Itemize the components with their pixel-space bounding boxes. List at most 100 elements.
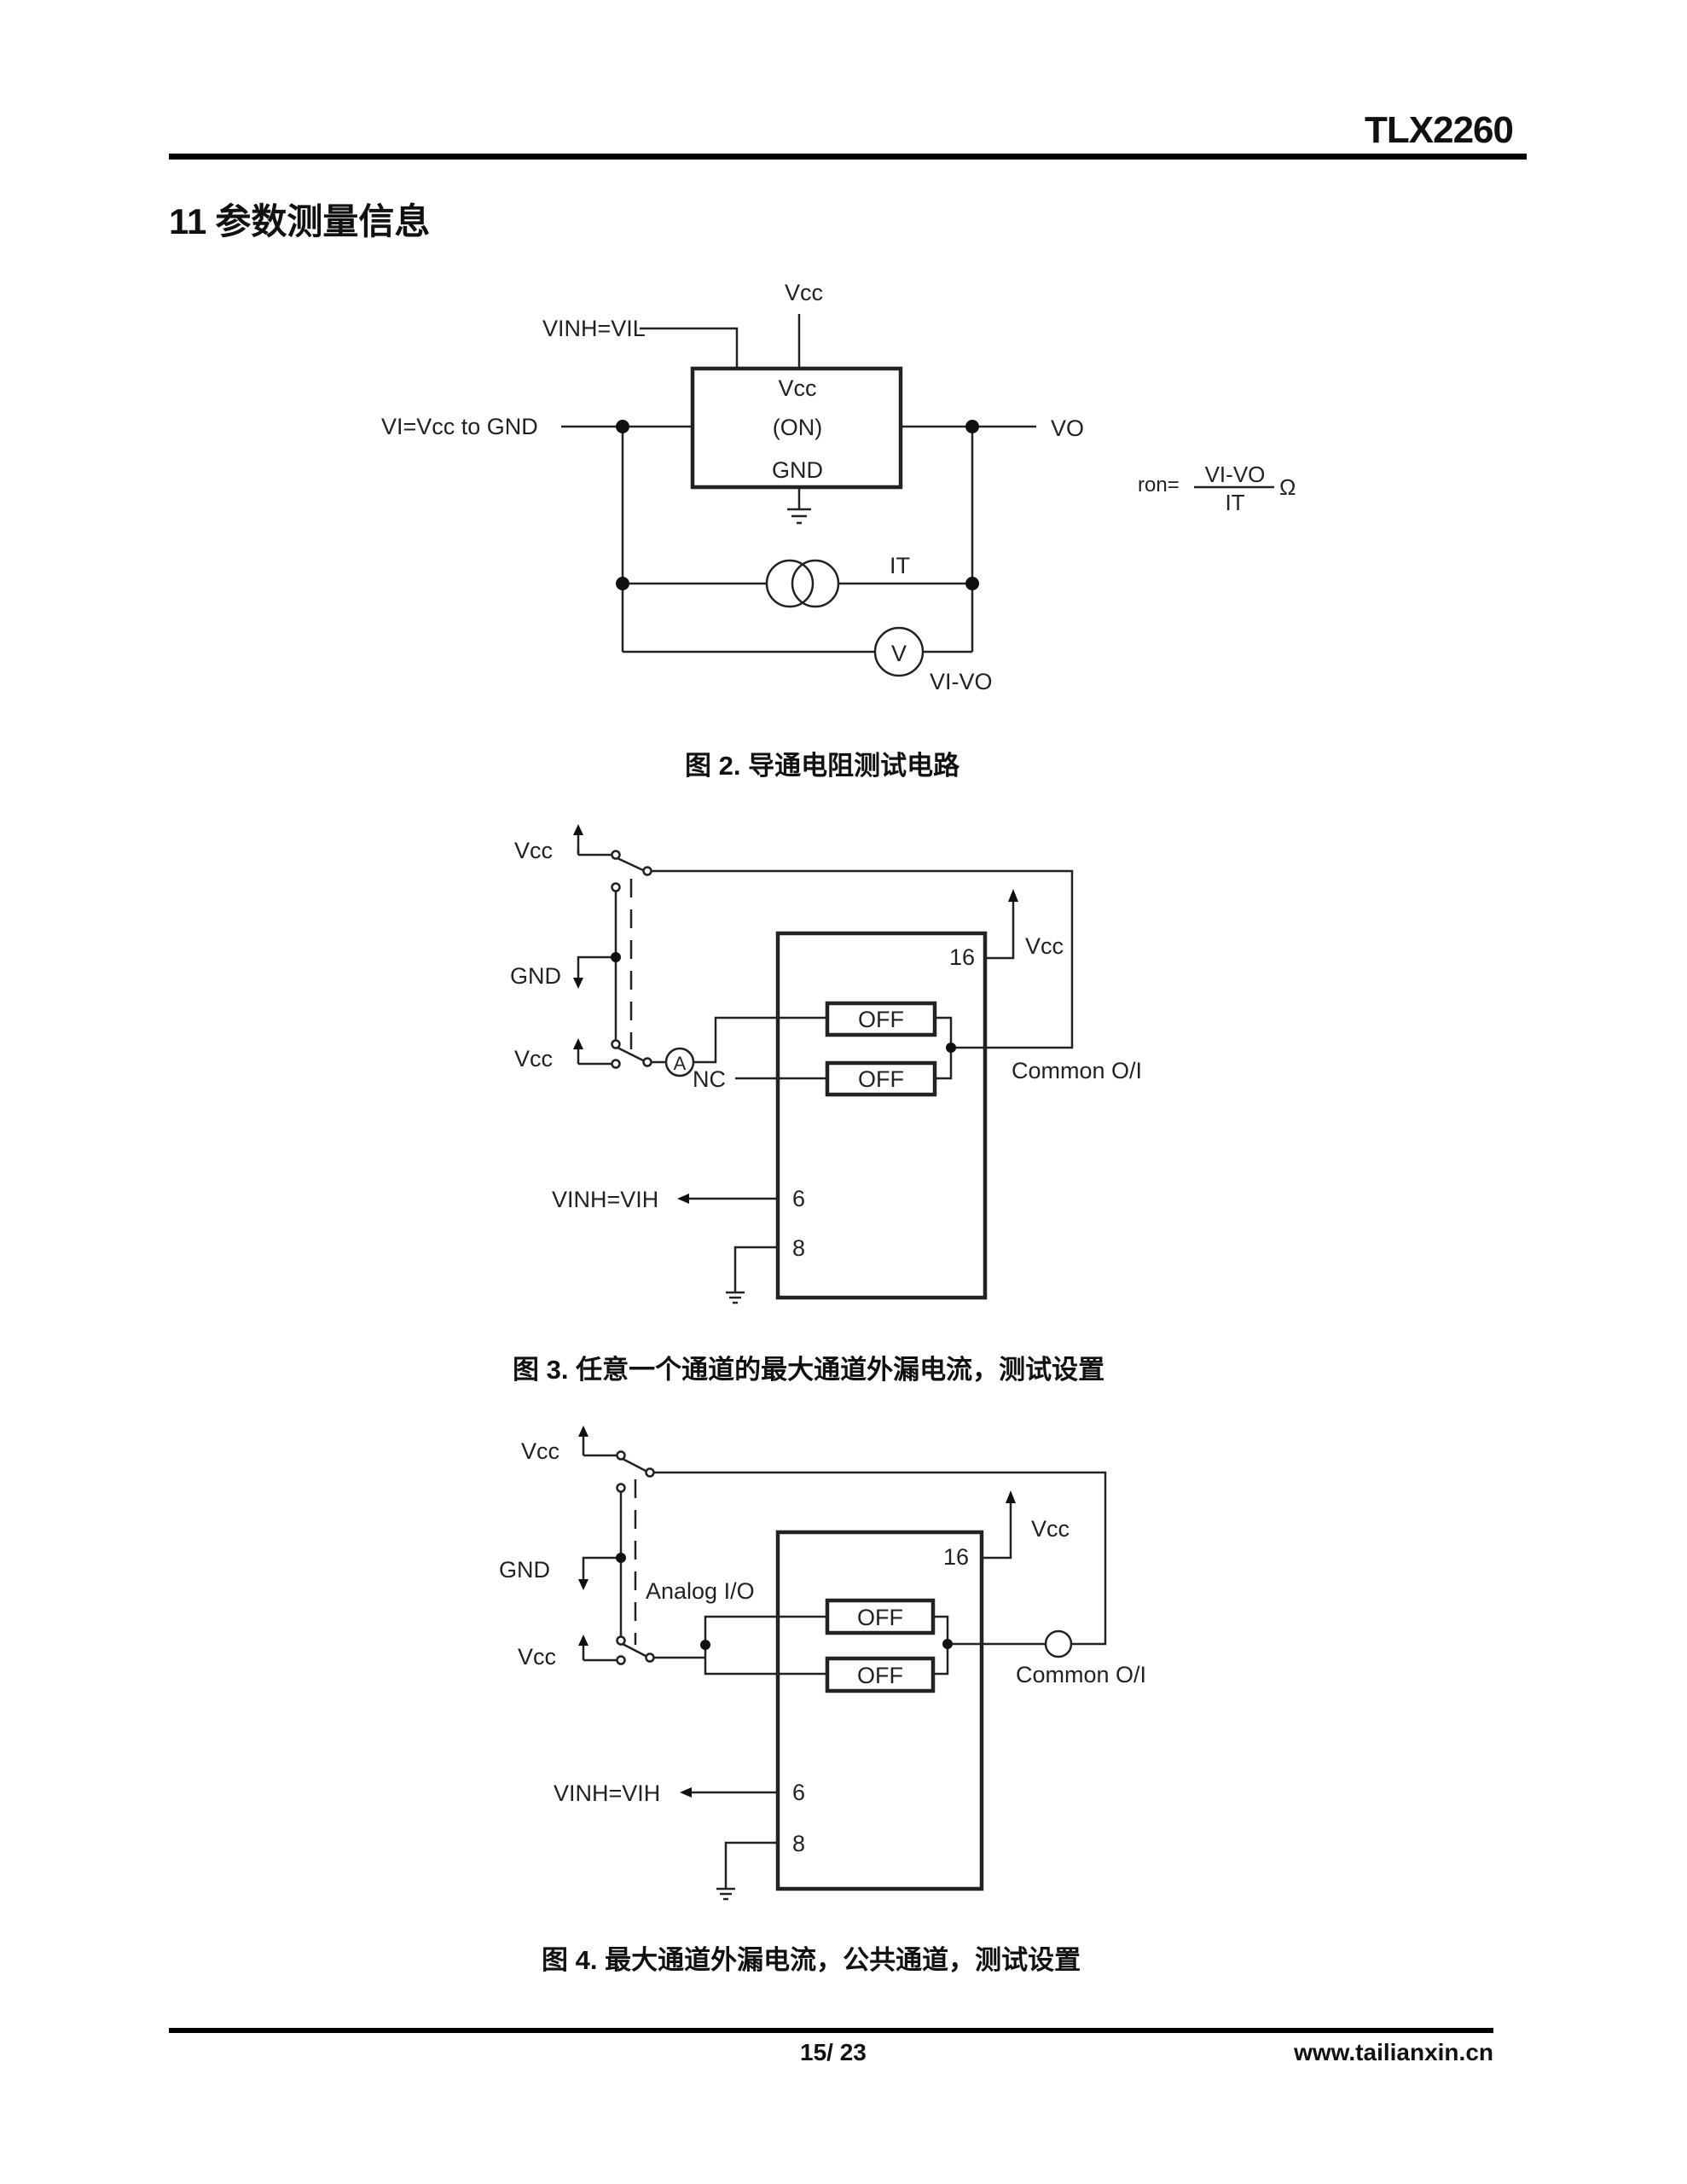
caption-number: 2. bbox=[718, 751, 741, 781]
fig3-node bbox=[946, 1043, 956, 1053]
fig3-common-label: Common O/I bbox=[1012, 1058, 1142, 1083]
fig3-off1-label: OFF bbox=[858, 1007, 904, 1032]
caption-text: 最大通道外漏电流，公共通道，测试设置 bbox=[605, 1945, 1081, 1975]
caption-text: 任意一个通道的最大通道外漏电流，测试设置 bbox=[576, 1355, 1105, 1385]
fig4-gnd-label: GND bbox=[499, 1557, 550, 1583]
fig4-feedback-wire bbox=[654, 1471, 1107, 1646]
fig3-ic-box bbox=[775, 931, 988, 1300]
fig3-pin8-lead bbox=[733, 1246, 778, 1292]
fig3-switch-blade-top bbox=[617, 857, 644, 872]
caption-text: 导通电阻测试电路 bbox=[748, 751, 960, 781]
fig2-vinh-label: VINH=VIL bbox=[542, 316, 646, 341]
fig4-pin6-arrow-icon bbox=[680, 1787, 692, 1798]
fig3-vcc-top-arrow-icon bbox=[573, 824, 583, 835]
fig2-node bbox=[616, 420, 629, 433]
formula-numerator: VI-VO bbox=[1205, 462, 1266, 487]
fig3-off-switch-1 bbox=[825, 1001, 937, 1037]
current-source-icon bbox=[765, 559, 815, 608]
fig2-vi-vo-label: VI-VO bbox=[930, 669, 993, 694]
fig3-switch-contact bbox=[611, 850, 621, 860]
caption-prefix: 图 bbox=[513, 1355, 539, 1385]
fig2-box-vcc: Vcc bbox=[778, 375, 816, 401]
fig4-meter-icon bbox=[1044, 1629, 1073, 1658]
fig2-box-on: (ON) bbox=[773, 415, 822, 440]
fig4-switch-blade-top bbox=[622, 1457, 646, 1472]
fig4-vinh-label: VINH=VIH bbox=[554, 1780, 660, 1806]
fig3-switch-contact bbox=[611, 1059, 621, 1069]
fig3-vcc-bottom-label: Vcc bbox=[514, 1046, 553, 1072]
fig4-vcc-top-label: Vcc bbox=[521, 1438, 559, 1464]
fig2-vo-label: VO bbox=[1051, 415, 1084, 441]
fig4-node bbox=[942, 1639, 953, 1649]
figure-2-on-resistance-circuit bbox=[561, 314, 1036, 677]
on-resistance-formula: ron= VI-VO IT Ω bbox=[1138, 462, 1296, 515]
website-link[interactable]: www.tailianxin.cn bbox=[1294, 2039, 1493, 2065]
fig4-switch-contact bbox=[616, 1635, 626, 1646]
fig3-pin16-label: 16 bbox=[949, 944, 975, 970]
formula-unit: Ω bbox=[1279, 474, 1296, 500]
fig2-node bbox=[616, 577, 629, 590]
fig4-gnd-lead bbox=[582, 1556, 621, 1583]
fig3-vcc-pin16-label: Vcc bbox=[1025, 933, 1064, 959]
current-source-icon-2 bbox=[791, 559, 840, 608]
caption-prefix: 图 bbox=[542, 1945, 568, 1975]
fig4-vcc-bottom-label: Vcc bbox=[518, 1644, 556, 1670]
fig4-node bbox=[700, 1640, 710, 1650]
page-number: 15/ 23 bbox=[800, 2039, 867, 2065]
fig4-pin16-label: 16 bbox=[943, 1544, 969, 1570]
fig4-pin8-label: 8 bbox=[792, 1831, 805, 1856]
figure-3-caption: 图 3. 任意一个通道的最大通道外漏电流，测试设置 bbox=[513, 1348, 1104, 1386]
fig4-pin16-lead bbox=[982, 1502, 1012, 1560]
figure-2-caption: 图 2. 导通电阻测试电路 bbox=[685, 744, 959, 782]
figure-4-common-leakage-circuit bbox=[578, 1426, 1107, 1901]
fig4-vcc-pin16-label: Vcc bbox=[1031, 1516, 1070, 1542]
header-rule bbox=[169, 154, 1527, 160]
fig3-nc-label: NC bbox=[693, 1066, 726, 1092]
fig4-off1-label: OFF bbox=[857, 1605, 903, 1630]
fig3-off-switch-2 bbox=[825, 1060, 937, 1097]
figure-4-caption: 图 4. 最大通道外漏电流，公共通道，测试设置 bbox=[542, 1938, 1081, 1977]
fig4-analog-io-split bbox=[704, 1615, 827, 1676]
fig4-vcc-bottom-arrow-icon bbox=[578, 1635, 588, 1646]
fig4-switch-contact bbox=[616, 1483, 626, 1493]
fig3-vinh-label: VINH=VIH bbox=[552, 1187, 658, 1212]
fig4-analog-io-label: Analog I/O bbox=[646, 1578, 755, 1604]
fig3-ammeter-label: A bbox=[674, 1053, 687, 1074]
fig2-voltmeter-label: V bbox=[891, 641, 907, 666]
fig3-switch-blade-bottom bbox=[617, 1046, 644, 1062]
fig4-vcc-top-arrow-icon bbox=[578, 1426, 588, 1437]
fig3-vcc-top-label: Vcc bbox=[514, 838, 553, 863]
fig3-pin16-lead bbox=[985, 900, 1015, 960]
fig2-node bbox=[965, 420, 979, 433]
fig4-pin16-arrow-icon bbox=[1006, 1490, 1016, 1503]
fig4-switch-contact bbox=[645, 1653, 655, 1663]
fig3-node bbox=[611, 952, 621, 962]
voltmeter-icon bbox=[873, 626, 925, 677]
fig2-switch-box bbox=[690, 366, 903, 490]
figure-3-labels: Vcc GND Vcc A NC OFF OFF 16 Vcc Common O… bbox=[510, 838, 1142, 1261]
section-title: 参数测量信息 bbox=[215, 201, 431, 241]
fig3-gnd-arrow-icon bbox=[573, 978, 583, 989]
fig3-vcc-bottom-arrow-icon bbox=[573, 1038, 583, 1049]
fig2-vcc-label: Vcc bbox=[785, 280, 823, 305]
footer-rule bbox=[169, 2028, 1493, 2033]
fig3-switch-contact bbox=[611, 882, 621, 892]
figure-2-labels: Vcc VINH=VIL VI=Vcc to GND Vcc (ON) GND … bbox=[381, 280, 1084, 694]
fig4-switch-contact bbox=[616, 1655, 626, 1665]
fig3-pin6-arrow-icon bbox=[677, 1194, 689, 1204]
fig3-gnd-label: GND bbox=[510, 963, 561, 989]
figure-4-labels: Vcc GND Vcc Analog I/O OFF OFF 16 Vcc Co… bbox=[499, 1438, 1146, 1856]
fig4-ic-box bbox=[775, 1530, 984, 1891]
fig3-off2-label: OFF bbox=[858, 1066, 904, 1092]
fig4-gnd-arrow-icon bbox=[578, 1579, 588, 1590]
fig4-off2-label: OFF bbox=[857, 1663, 903, 1688]
fig2-vinh-lead bbox=[640, 327, 739, 369]
fig3-switch-contact bbox=[642, 866, 652, 876]
fig4-switch-blade-bottom bbox=[622, 1642, 646, 1658]
section-number: 11 bbox=[169, 201, 207, 241]
fig4-pin8-lead bbox=[724, 1841, 778, 1889]
fig2-it-label: IT bbox=[890, 553, 910, 578]
fig2-box-gnd: GND bbox=[772, 457, 823, 483]
